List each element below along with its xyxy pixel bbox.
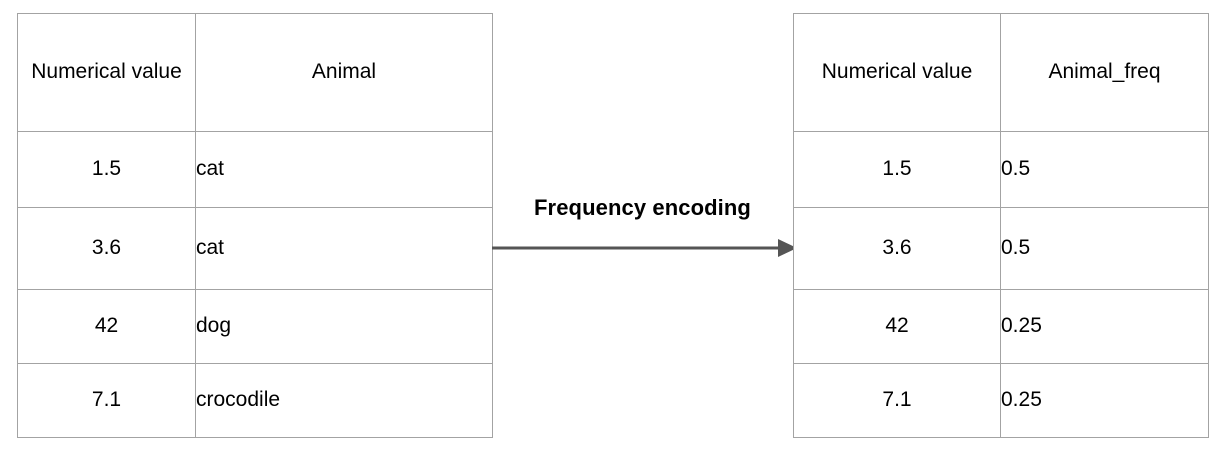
cell-numerical-value: 7.1 [793,363,1001,438]
table-row: 7.1 crocodile [17,363,493,438]
cell-animal: cat [195,131,493,208]
table-row: 3.6 cat [17,207,493,290]
cell-animal-freq: 0.5 [1000,207,1209,290]
cell-numerical-value: 42 [17,289,196,364]
cell-numerical-value: 1.5 [793,131,1001,208]
cell-numerical-value: 3.6 [17,207,196,290]
column-header-animal-freq: Animal_freq [1000,13,1209,132]
column-header-animal: Animal [195,13,493,132]
encoded-data-table: Numerical value Animal_freq 1.5 0.5 3.6 … [793,13,1209,438]
table-header-row: Numerical value Animal [17,13,493,132]
table-row: 42 dog [17,289,493,364]
column-header-numerical-value: Numerical value [17,13,196,132]
cell-animal-freq: 0.5 [1000,131,1209,208]
cell-numerical-value: 3.6 [793,207,1001,290]
table-row: 3.6 0.5 [793,207,1209,290]
cell-animal-freq: 0.25 [1000,363,1209,438]
original-data-table: Numerical value Animal 1.5 cat 3.6 cat 4… [17,13,493,438]
column-header-numerical-value: Numerical value [793,13,1001,132]
cell-animal-freq: 0.25 [1000,289,1209,364]
cell-numerical-value: 1.5 [17,131,196,208]
table-header-row: Numerical value Animal_freq [793,13,1209,132]
table-row: 42 0.25 [793,289,1209,364]
table-row: 1.5 cat [17,131,493,208]
cell-numerical-value: 7.1 [17,363,196,438]
table-row: 7.1 0.25 [793,363,1209,438]
cell-animal: cat [195,207,493,290]
right-arrow-icon [492,239,797,257]
table-row: 1.5 0.5 [793,131,1209,208]
transform-label: Frequency encoding [534,195,751,220]
cell-animal: dog [195,289,493,364]
cell-animal: crocodile [195,363,493,438]
cell-numerical-value: 42 [793,289,1001,364]
